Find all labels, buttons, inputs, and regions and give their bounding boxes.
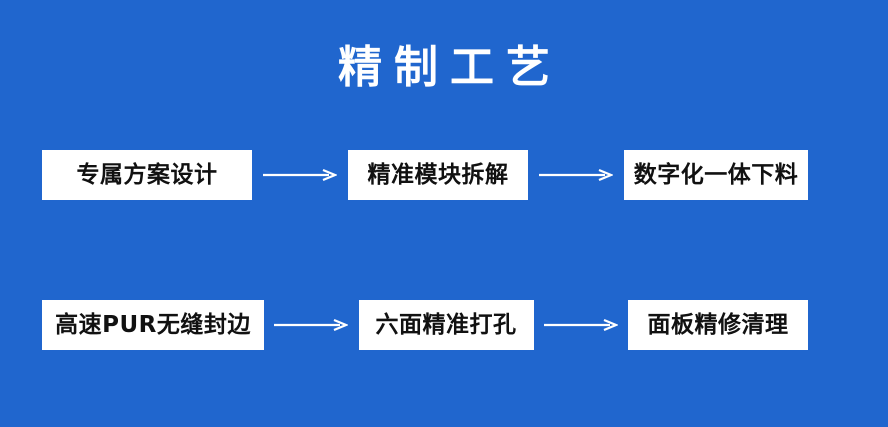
arrow-right-icon <box>543 318 618 332</box>
process-row-1: 专属方案设计 精准模块拆解 数字化一体下料 <box>42 150 808 200</box>
step-box-6[interactable]: 面板精修清理 <box>628 300 808 350</box>
step-label-3: 数字化一体下料 <box>633 162 799 188</box>
page-title: 精制工艺 <box>338 42 562 93</box>
step-box-3[interactable]: 数字化一体下料 <box>624 150 808 200</box>
step-box-5[interactable]: 六面精准打孔 <box>358 300 534 350</box>
arrow-right-icon <box>274 318 349 332</box>
step-box-1[interactable]: 专属方案设计 <box>42 150 252 200</box>
step-label-6: 面板精修清理 <box>647 312 789 338</box>
step-box-2[interactable]: 精准模块拆解 <box>348 150 528 200</box>
step-label-2: 精准模块拆解 <box>367 162 509 188</box>
process-row-2: 高速PUR无缝封边 六面精准打孔 面板精修清理 <box>42 300 808 350</box>
step-label-1: 专属方案设计 <box>76 162 218 188</box>
step-label-4: 高速PUR无缝封边 <box>55 312 251 338</box>
step-label-5: 六面精准打孔 <box>375 312 517 338</box>
arrow-right-icon <box>263 168 337 182</box>
arrow-right-icon <box>539 168 613 182</box>
step-box-4[interactable]: 高速PUR无缝封边 <box>42 300 264 350</box>
